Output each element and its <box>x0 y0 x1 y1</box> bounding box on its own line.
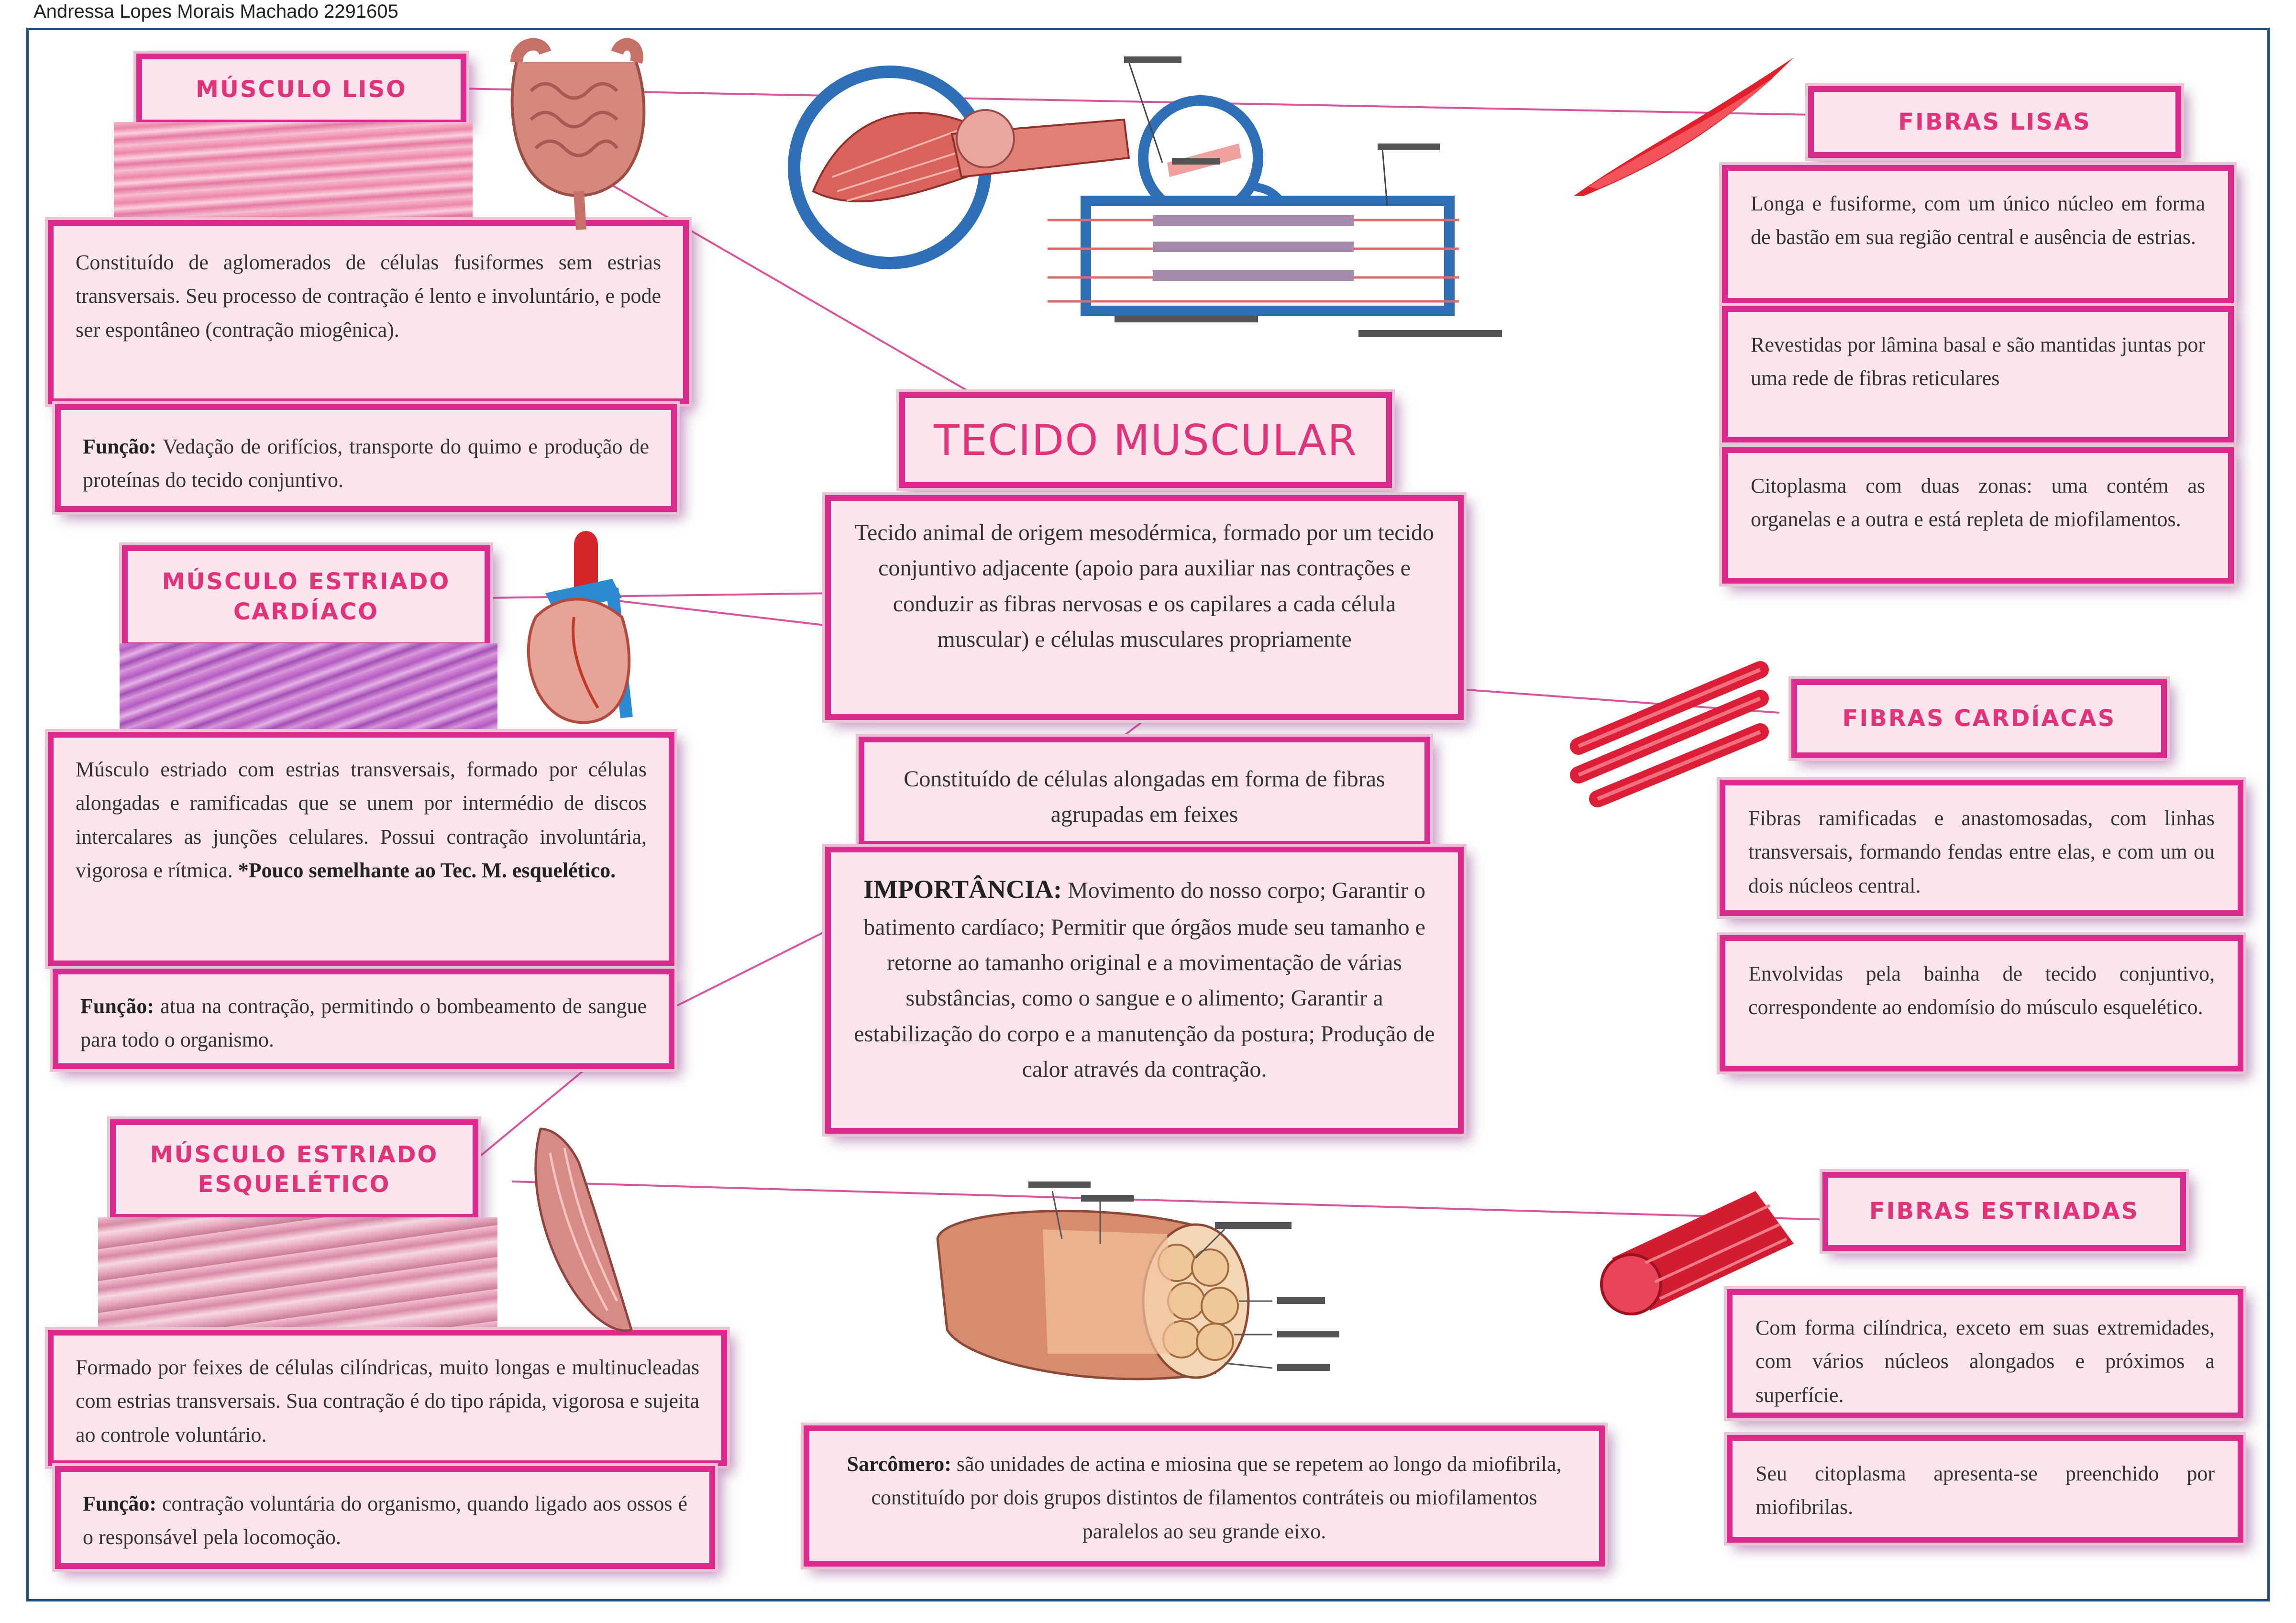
striated-fibers-title: FIBRAS ESTRIADAS <box>1822 1172 2186 1251</box>
function-label: Função: <box>83 435 156 458</box>
muscle-structure-diagram <box>788 56 1502 337</box>
author-label: Andressa Lopes Morais Machado 2291605 <box>33 1 398 22</box>
definition-box: Tecido animal de origem mesodérmica, for… <box>825 495 1464 720</box>
page-frame <box>26 28 2270 1601</box>
smooth-muscle-title: MÚSCULO LISO <box>136 54 466 125</box>
arm-muscle-illustration <box>534 1127 633 1332</box>
function-text: atua na contração, permitindo o bombeame… <box>80 994 647 1052</box>
cardiac-muscle-micrograph <box>120 643 497 734</box>
constitution-box: Constituído de células alongadas em form… <box>859 737 1430 847</box>
cardiac-muscle-description: Músculo estriado com estrias transversai… <box>48 732 674 966</box>
smooth-fibers-title: FIBRAS LISAS <box>1808 86 2181 158</box>
striated-fibers-item: Seu citoplasma apresenta-se preenchido p… <box>1727 1435 2243 1543</box>
intestine-illustration <box>510 38 646 230</box>
skeletal-muscle-description: Formado por feixes de células cilíndrica… <box>48 1330 727 1466</box>
main-title: TECIDO MUSCULAR <box>899 392 1392 488</box>
cardiac-fibers-item: Fibras ramificadas e anastomosadas, com … <box>1720 780 2243 916</box>
smooth-fibers-item: Revestidas por lâmina basal e são mantid… <box>1722 306 2234 442</box>
heart-illustration <box>527 531 633 724</box>
function-label: Função: <box>80 994 154 1018</box>
smooth-muscle-function: Função: Vedação de orifícios, transporte… <box>55 404 677 512</box>
cardiac-description-text: Músculo estriado com estrias transversai… <box>76 758 647 883</box>
function-label: Função: <box>83 1492 156 1515</box>
function-text: Vedação de orifícios, transporte do quim… <box>83 435 649 492</box>
smooth-muscle-description: Constituído de aglomerados de células fu… <box>48 220 689 404</box>
cardiac-fibers-title: FIBRAS CARDÍACAS <box>1791 679 2167 758</box>
muscle-bundle-illustration <box>936 1181 1339 1380</box>
sarcomere-box: Sarcômero: são unidades de actina e mios… <box>804 1425 1605 1567</box>
importance-label: IMPORTÂNCIA: <box>863 875 1062 904</box>
cardiac-muscle-title: MÚSCULO ESTRIADO CARDÍACO <box>122 545 490 648</box>
skeletal-muscle-title: MÚSCULO ESTRIADO ESQUELÉTICO <box>110 1119 478 1220</box>
smooth-muscle-micrograph <box>114 122 473 225</box>
importance-box: IMPORTÂNCIA: Movimento do nosso corpo; G… <box>825 847 1464 1134</box>
skeletal-muscle-function: Função: contração voluntária do organism… <box>55 1466 715 1569</box>
skeletal-muscle-micrograph <box>98 1217 497 1330</box>
smooth-fiber-illustration <box>1574 57 1794 196</box>
smooth-fibers-item: Citoplasma com duas zonas: uma contém as… <box>1722 447 2234 584</box>
cardiac-fiber-illustration <box>1570 661 1769 807</box>
importance-text: Movimento do nosso corpo; Garantir o bat… <box>854 878 1435 1082</box>
function-text: contração voluntária do organismo, quand… <box>83 1492 688 1549</box>
striated-fiber-illustration <box>1600 1191 1794 1315</box>
cardiac-muscle-function: Função: atua na contração, permitindo o … <box>53 969 674 1069</box>
smooth-fibers-item: Longa e fusiforme, com um único núcleo e… <box>1722 165 2234 304</box>
sarcomere-label: Sarcômero: <box>847 1452 951 1476</box>
cardiac-fibers-item: Envolvidas pela bainha de tecido conjunt… <box>1720 935 2243 1071</box>
cardiac-note: *Pouco semelhante ao Tec. M. esquelético… <box>238 859 616 883</box>
striated-fibers-item: Com forma cilíndrica, exceto em suas ext… <box>1727 1289 2243 1418</box>
sarcomere-text: são unidades de actina e miosina que se … <box>871 1452 1562 1543</box>
